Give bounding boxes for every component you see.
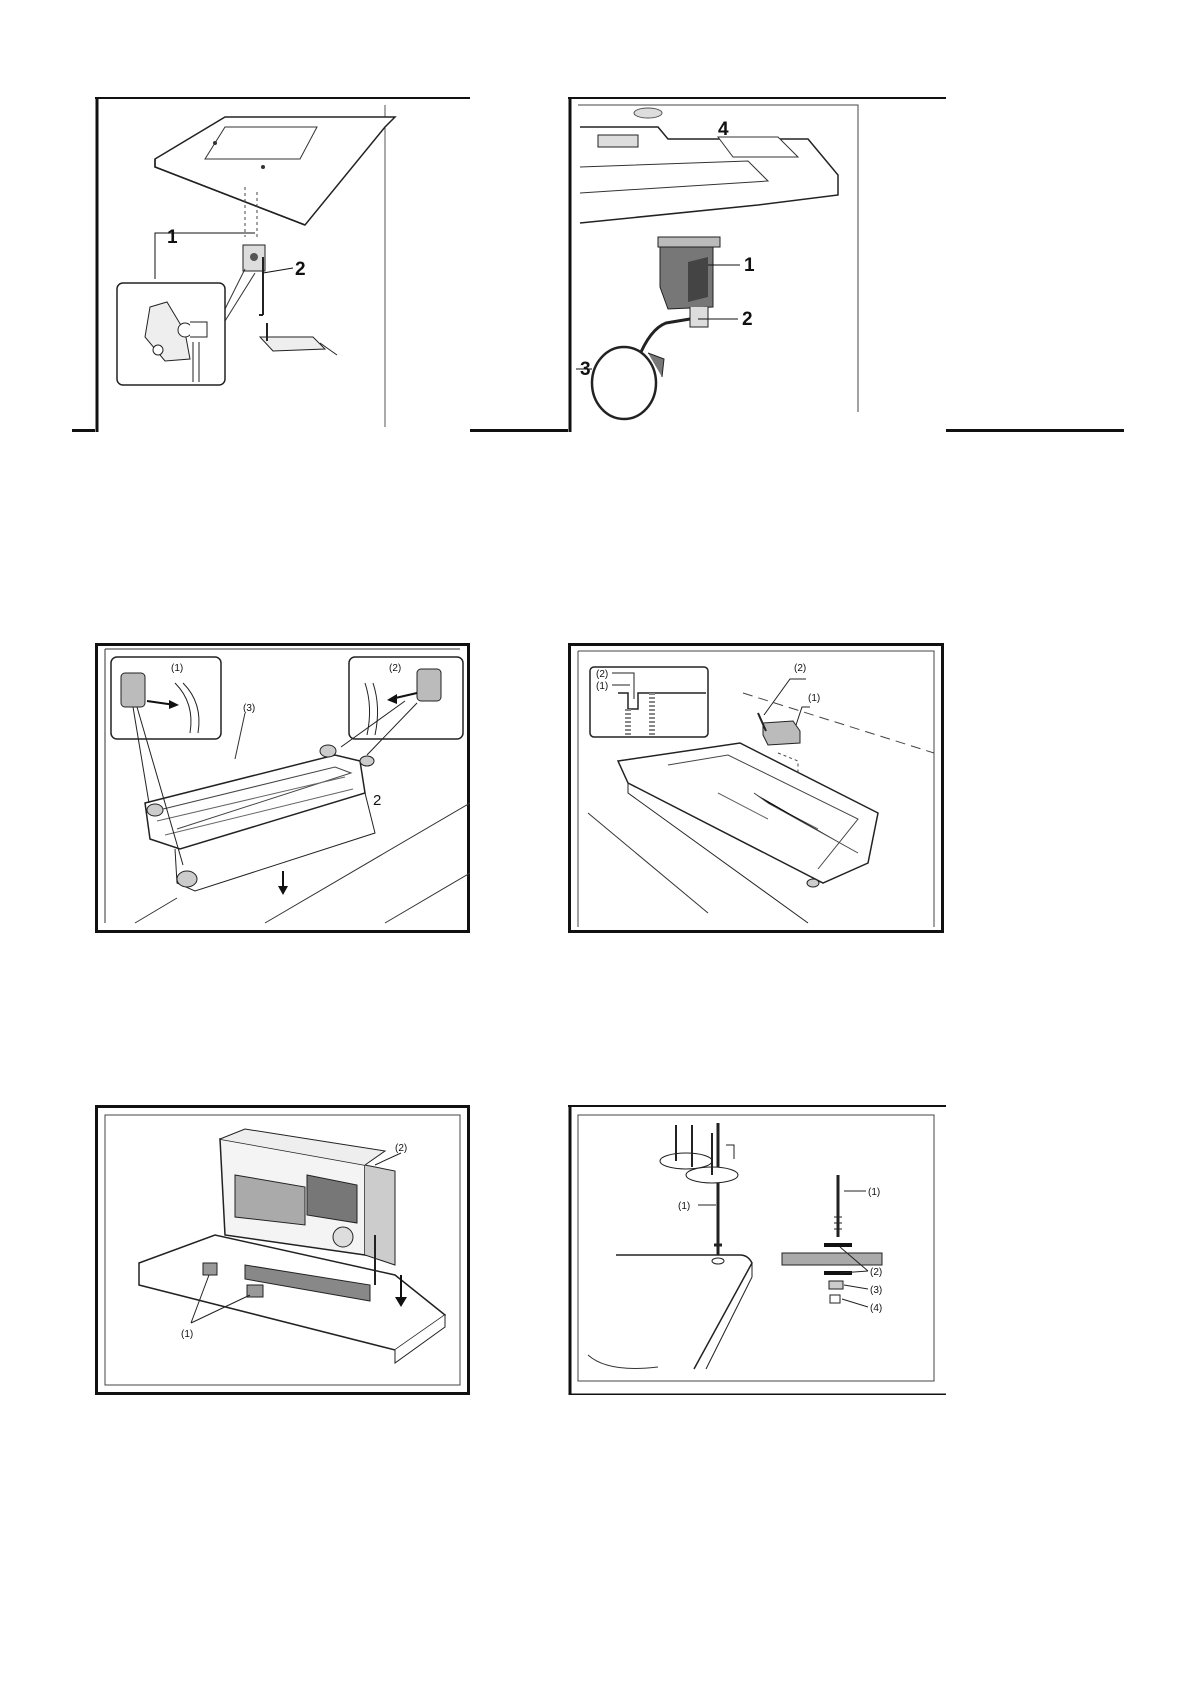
figure-machine-head: (1) (2) <box>95 1105 470 1395</box>
figure-6-label-4: (4) <box>870 1303 882 1314</box>
figure-6-label-1-left: (1) <box>678 1201 690 1212</box>
figure-6-label-2: (2) <box>870 1267 882 1278</box>
figure-1-label-1: 1 <box>167 227 178 248</box>
figure-pedal-linkage: 1 2 <box>95 97 470 432</box>
figure-5-label-2: (2) <box>395 1143 407 1154</box>
figure-hinge-rubber: (2) (1) (2) (1) <box>568 643 944 933</box>
figure-6-label-3: (3) <box>870 1285 882 1296</box>
figure-4-label-2: (2) <box>794 663 806 674</box>
figure-2-label-3: 3 <box>580 359 591 380</box>
figure-knee-lifter: 1 2 3 4 <box>568 97 946 432</box>
figure-4-inset-label-2: (2) <box>596 669 608 680</box>
figure-2-label-1: 1 <box>744 255 755 276</box>
figure-6-label-1-right: (1) <box>868 1187 880 1198</box>
figure-thread-stand: (1) (1) (2) (3) (4) <box>568 1105 946 1395</box>
figure-5-label-1: (1) <box>181 1329 193 1340</box>
figure-2-label-2: 2 <box>742 309 753 330</box>
figure-3-label-3: (3) <box>243 703 255 714</box>
figure-oil-pan: (1) (2) (3) 2 <box>95 643 470 933</box>
figure-4-label-1: (1) <box>808 693 820 704</box>
figure-3-label-4: 2 <box>373 792 381 809</box>
figure-3-label-1: (1) <box>171 663 183 674</box>
figure-3-label-2: (2) <box>389 663 401 674</box>
figure-2-label-4: 4 <box>718 119 729 140</box>
figure-1-label-2: 2 <box>295 259 306 280</box>
figure-4-inset-label-1: (1) <box>596 681 608 692</box>
